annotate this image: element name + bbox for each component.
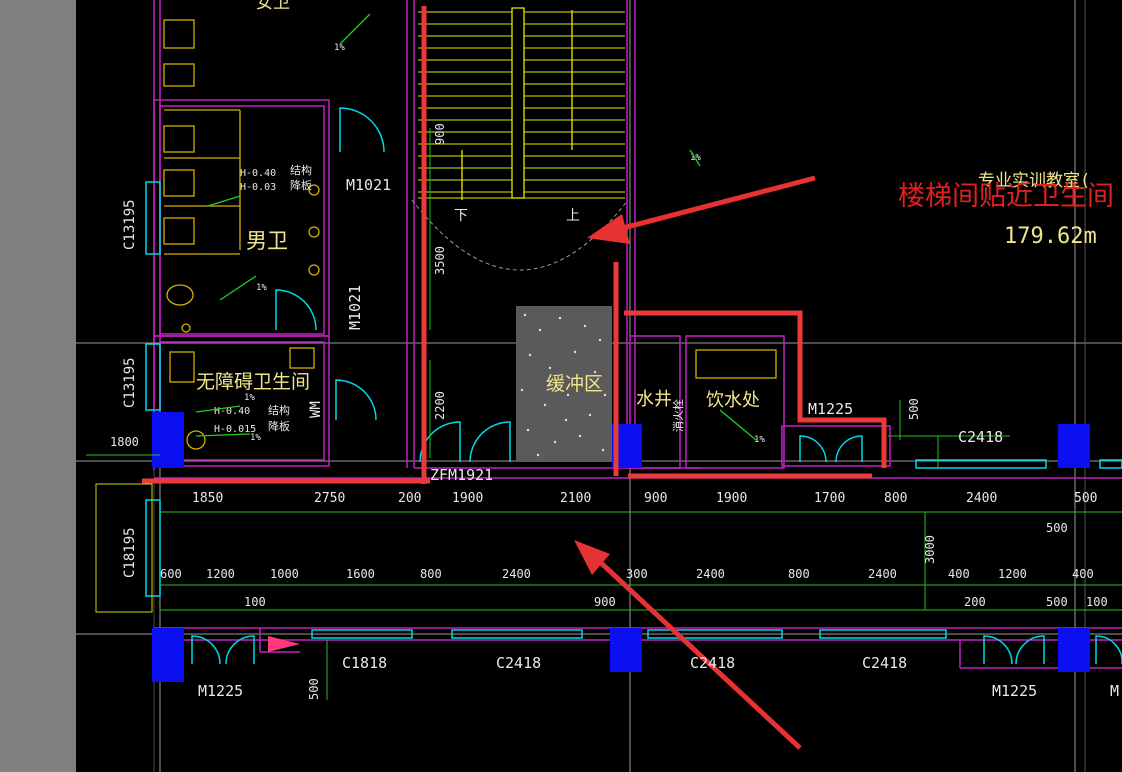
stair-dim-3500: 3500 [433,246,447,275]
room-label-buffer-zone: 缓冲区 [546,373,603,395]
outline-box [95,483,153,613]
stair-down-label: 下 [454,208,468,224]
dim-text: 800 [420,567,442,581]
water-dispenser [695,349,777,379]
stair [411,7,629,271]
hydrant-label: 消火栓 [671,399,685,432]
dim-text: 2400 [966,491,997,506]
dim-text: 900 [644,491,667,506]
dim-text: 1850 [192,491,223,506]
door-tag-m1225-a: M1225 [198,682,243,700]
dim-text: 2400 [502,567,531,581]
slope-label-1: 1% [334,43,345,53]
stair-dim-2200: 2200 [433,391,447,420]
dimension-lines [86,128,1122,700]
door-tag-fm1921: ZFM1921 [430,466,493,484]
dim-text: 2750 [314,491,345,506]
dim-text: 400 [948,567,970,581]
dim-3000: 3000 [923,535,937,564]
dim-1800: 1800 [110,435,139,449]
buffer-zone-fill [516,306,612,462]
wc-note-struct-b1: 结构 [268,403,290,417]
window-tag-c13195-b: C13195 [122,357,138,408]
dim-text: 1900 [452,491,483,506]
room-label-female-wc: 女卫 [256,0,290,13]
structural-columns [152,412,1090,682]
dim-text: 400 [1072,567,1094,581]
buffer-zone-speckle [520,313,607,457]
room-label-classroom: 专业实训教室( [978,171,1090,191]
slope-arrow [268,636,300,652]
dim-text: 900 [594,595,616,609]
dim-text: 500 [1046,595,1068,609]
window-tag-c2418-a: C2418 [496,654,541,672]
stair-dim-900: 900 [433,123,447,145]
dim-text: 2400 [868,567,897,581]
wc-note-h1-a: H-0.40 [240,168,276,179]
stair-up-label: 上 [566,208,580,224]
dim-text: 1200 [998,567,1027,581]
room-label-accessible-wc: 无障碍卫生间 [196,371,310,393]
door-tag-m-edge: M [1110,682,1119,700]
room-area-classroom: 179.62m [1004,224,1097,249]
dim-text: 1000 [270,567,299,581]
wc-note-struct-a2: 降板 [290,178,312,192]
slope-label-2: 1% [256,283,267,293]
window-tag-c1818: C1818 [342,654,387,672]
window-tag-c2418-b: C2418 [690,654,735,672]
dimension-row-2: 600 1200 1000 1600 800 2400 300 2400 800… [160,567,1094,581]
room-label-water-well: 水井 [636,389,672,410]
dim-text: 1600 [346,567,375,581]
annotation-note: 楼梯间贴近卫生间 [898,181,1114,212]
annotation-arrows [574,175,816,750]
slope-pointers [195,13,757,441]
dim-text: 1900 [716,491,747,506]
dim-text: 300 [626,567,648,581]
window-tag-c18195: C18195 [122,527,138,578]
door-tag-m1021-a: M1021 [346,176,391,194]
room-label-male-wc: 男卫 [246,229,288,253]
room-label-water-room: 饮水处 [706,390,760,411]
slope-label-4: 1% [250,433,261,443]
dim-text: 1200 [206,567,235,581]
dimension-row-1: 1850 2750 200 1900 2100 900 1900 1700 80… [192,491,1097,506]
dim-text: 100 [1086,595,1108,609]
red-markup-lines [142,6,887,484]
door-tag-m1021-b: M1021 [346,285,364,330]
windows [145,181,1122,639]
dim-text: 2400 [696,567,725,581]
door-tag-wm: WM [308,401,324,418]
dim-text: 2100 [560,491,591,506]
wc-note-h1-b: H-0.40 [214,406,250,417]
dim-text: 800 [884,491,907,506]
window-tag-c2418-d: C2418 [958,428,1003,446]
wc-note-h2-b: H-0.015 [214,424,256,435]
dim-500-mid: 500 [1046,521,1068,535]
dim-500-bottom: 500 [307,678,321,700]
slope-label-3: 1% [244,393,255,403]
slope-label-6: 1% [754,435,765,445]
dim-text: 100 [244,595,266,609]
window-tag-c13195-a: C13195 [122,199,138,250]
wc-note-h2-a: H-0.03 [240,182,276,193]
dimension-row-3: 100 900 200 500 100 [244,595,1108,609]
dim-text: 1700 [814,491,845,506]
dim-text: 200 [964,595,986,609]
dim-text: 500 [1074,491,1097,506]
dim-text: 800 [788,567,810,581]
door-tag-m1225-b: M1225 [808,400,853,418]
dim-text: 600 [160,567,182,581]
wc-note-struct-a1: 结构 [290,163,312,177]
stair-handrail [511,7,525,199]
dim-text: 200 [398,491,421,506]
doors [191,107,1122,665]
door-tag-m1225-c: M1225 [992,682,1037,700]
wc-fixtures [163,19,320,450]
dim-500-right: 500 [907,398,921,420]
window-tag-c2418-c: C2418 [862,654,907,672]
left-panel-gutter [0,0,76,772]
wc-note-struct-b2: 降板 [268,419,290,433]
